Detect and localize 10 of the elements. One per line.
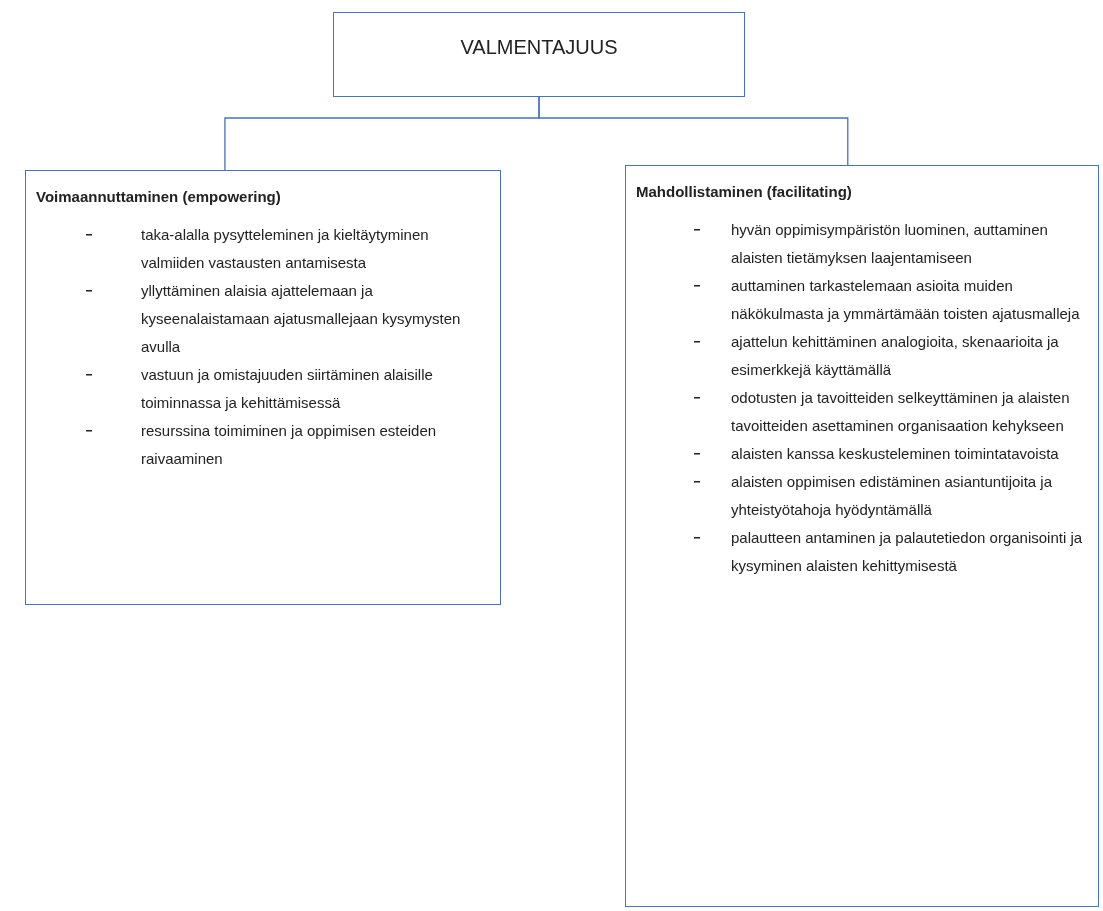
- category-box: [25, 170, 501, 605]
- list-item-text: resurssina toimiminen ja oppimisen esteiden raivaaminen: [141, 421, 438, 469]
- box-heading: Mahdollistaminen (facilitating): [636, 182, 852, 202]
- connector-line: [538, 96, 849, 166]
- list-item-text: palautteen antaminen ja palautetiedon organisointi ja kysyminen alaisten kehittymisestä: [731, 528, 1084, 576]
- list-item-text: alaisten kanssa keskusteleminen toimintatavoista: [731, 444, 1060, 464]
- title-text: VALMENTAJUUS: [460, 35, 618, 59]
- category-box: [625, 165, 1099, 907]
- box-heading: Voimaannuttaminen (empowering): [36, 187, 281, 207]
- title-box: [333, 12, 745, 97]
